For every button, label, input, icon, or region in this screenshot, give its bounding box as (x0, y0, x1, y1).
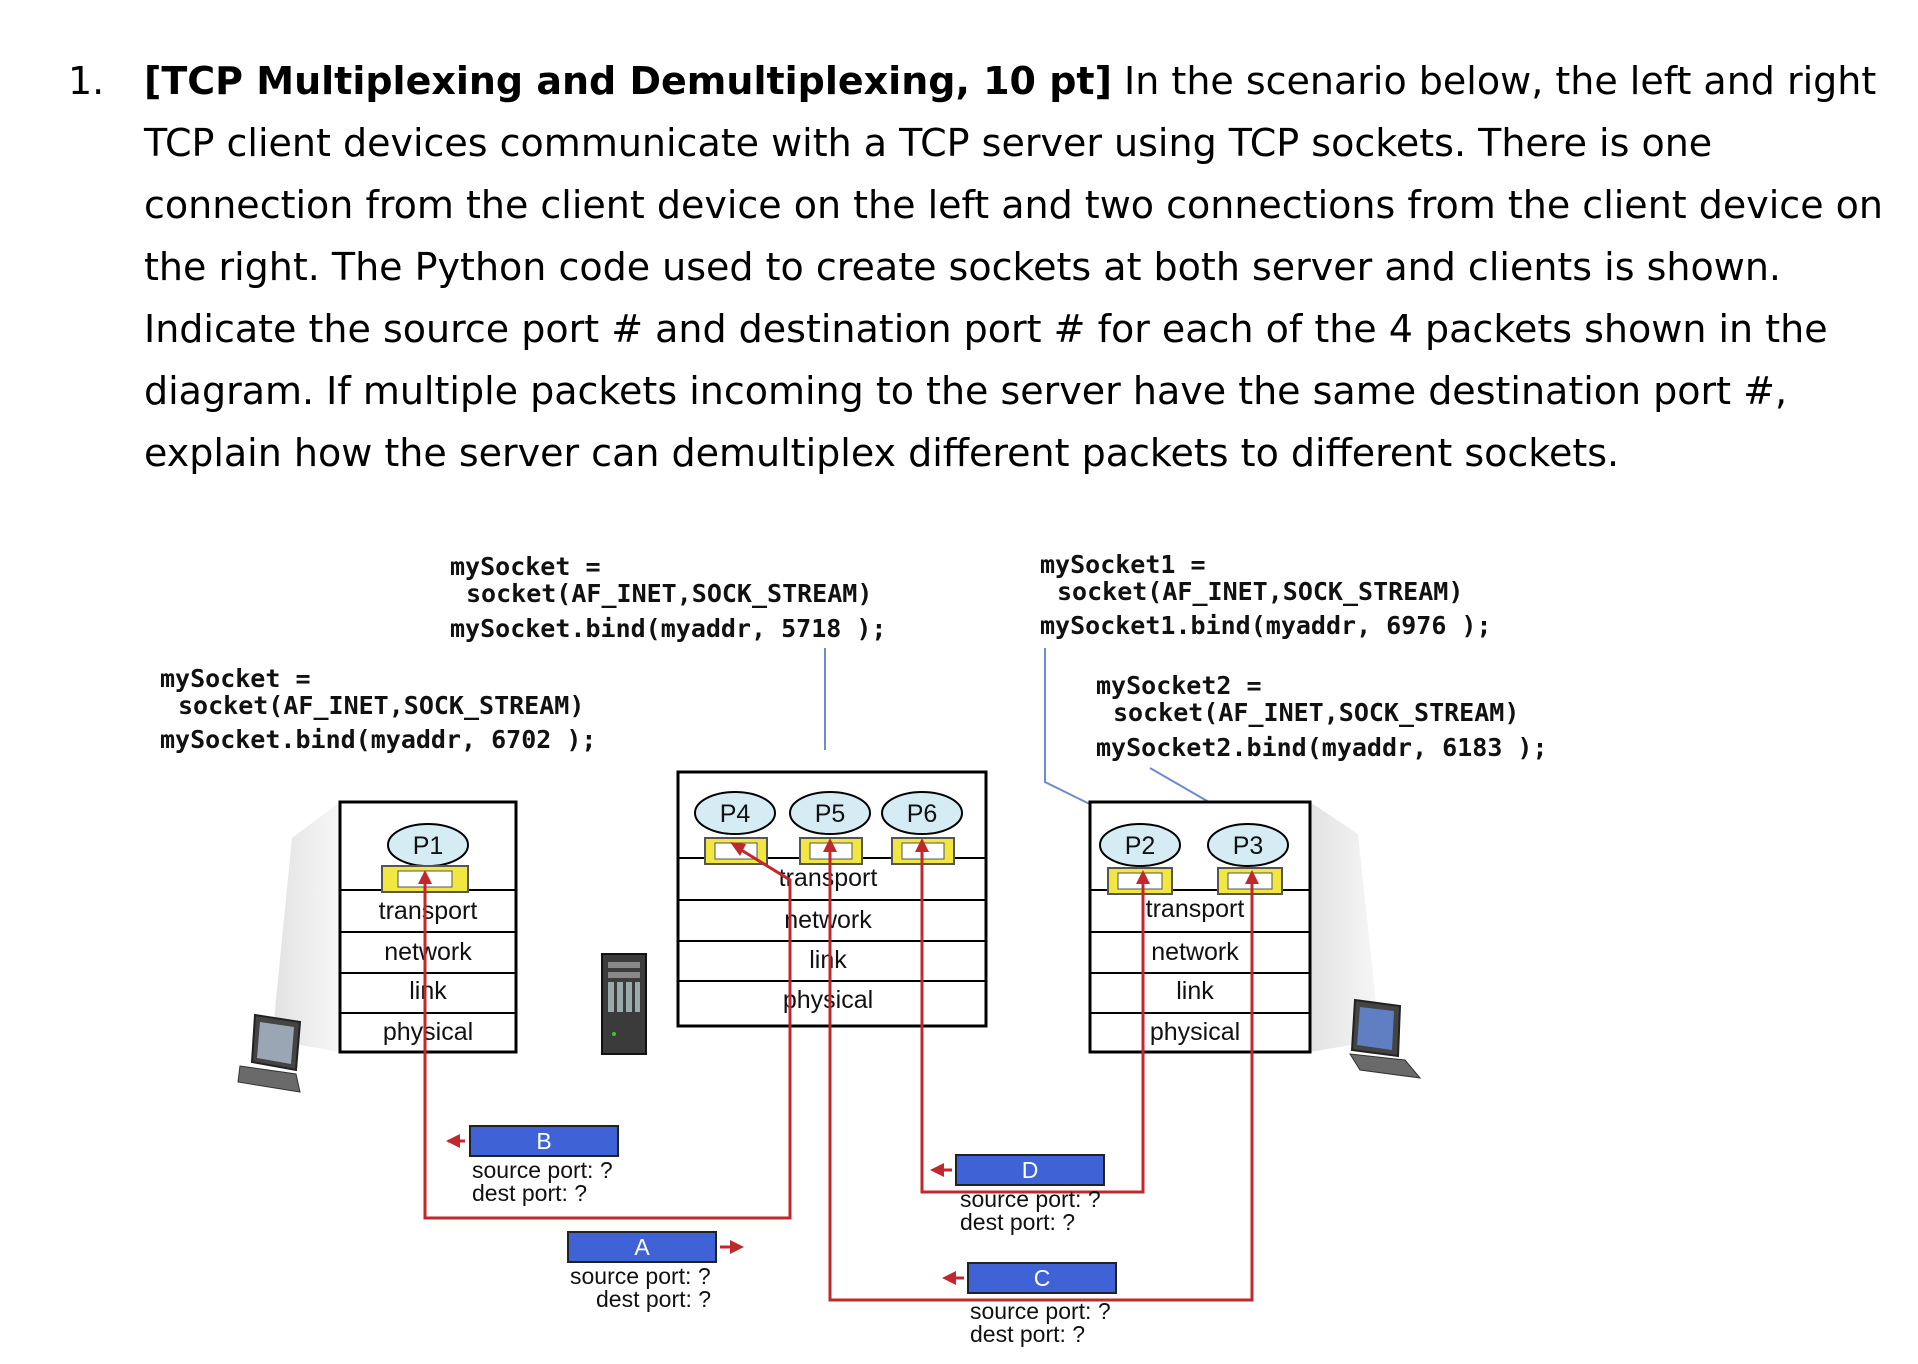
packet-b-dst: dest port: ? (472, 1180, 587, 1206)
left-client: P1 transport network link physical (272, 800, 518, 1054)
packet-a-header (567, 1231, 717, 1263)
right-layer-physical: physical (1150, 1018, 1240, 1046)
packet-d: D source port: ? dest port: ? (930, 1154, 1105, 1235)
right-laptop-icon (1349, 998, 1422, 1079)
packet-c-src: source port: ? (970, 1298, 1111, 1324)
packet-d-dst: dest port: ? (960, 1209, 1075, 1235)
code-right1-line-2: socket(AF_INET,SOCK_STREAM) (1057, 577, 1463, 606)
right-stack-shadow (1310, 802, 1380, 1052)
packet-c-dst: dest port: ? (970, 1321, 1085, 1347)
packet-c-direction-icon (942, 1271, 956, 1285)
server-layer-transport: transport (779, 864, 878, 892)
packet-c: C source port: ? dest port: ? (942, 1262, 1117, 1347)
packet-a-direction-icon (730, 1240, 744, 1254)
process-p5-label: P5 (815, 800, 846, 828)
packet-b-src: source port: ? (472, 1157, 613, 1183)
packet-a: A source port: ? dest port: ? (567, 1231, 744, 1312)
code-right2-line-3: mySocket2.bind(myaddr, 6183 ); (1096, 733, 1548, 762)
process-p4-label: P4 (720, 800, 751, 828)
code-right2-line-1: mySocket2 = (1096, 671, 1262, 700)
packet-d-direction-icon (930, 1163, 944, 1177)
packet-c-id: C (1034, 1265, 1051, 1291)
process-p6-label: P6 (907, 800, 938, 828)
right-layer-transport: transport (1146, 895, 1245, 923)
server-layer-network: network (784, 906, 872, 934)
process-p5 (789, 791, 871, 835)
code-right2-line-2: socket(AF_INET,SOCK_STREAM) (1113, 698, 1519, 727)
packet-b: B source port: ? dest port: ? (446, 1125, 619, 1206)
left-layer-physical: physical (383, 1018, 473, 1046)
left-layer-transport: transport (379, 897, 478, 925)
code-server-line-1: mySocket = (450, 552, 601, 581)
question-text: [TCP Multiplexing and Demultiplexing, 10… (144, 50, 1894, 484)
packet-a-id: A (634, 1234, 650, 1260)
left-layer-network: network (384, 938, 472, 966)
right-layer-link: link (1176, 977, 1214, 1005)
path-left-to-p4 (423, 846, 792, 1220)
code-left-line-3: mySocket.bind(myaddr, 6702 ); (160, 725, 597, 754)
code-right1-line-1: mySocket1 = (1040, 550, 1206, 579)
code-left: mySocket = socket(AF_INET,SOCK_STREAM) m… (160, 664, 597, 754)
packet-d-header (955, 1154, 1105, 1186)
connection-paths (423, 846, 1254, 1302)
packet-b-header (469, 1125, 619, 1157)
packet-b-direction-icon (446, 1134, 460, 1148)
process-p1-label: P1 (413, 832, 444, 860)
code-server: mySocket = socket(AF_INET,SOCK_STREAM) m… (450, 552, 887, 643)
left-laptop-icon (237, 1013, 302, 1093)
packet-d-src: source port: ? (960, 1186, 1101, 1212)
code-right-2: mySocket2 = socket(AF_INET,SOCK_STREAM) … (1096, 671, 1548, 762)
server-layer-physical: physical (783, 986, 873, 1014)
server-tower-icon (601, 953, 647, 1055)
code-right-1: mySocket1 = socket(AF_INET,SOCK_STREAM) … (1040, 550, 1492, 640)
packet-d-id: D (1022, 1157, 1039, 1183)
question-number: 1. (68, 59, 105, 103)
packet-c-header (967, 1262, 1117, 1294)
process-p4 (694, 791, 776, 835)
server-layer-link: link (809, 946, 847, 974)
question-body: In the scenario below, the left and righ… (144, 59, 1883, 475)
packet-b-id: B (536, 1128, 551, 1154)
right-layer-network: network (1151, 938, 1239, 966)
right-client: P2 P3 transport network link physical (1088, 800, 1380, 1054)
packet-a-src: source port: ? (570, 1263, 711, 1289)
code-left-line-1: mySocket = (160, 664, 311, 693)
process-p2 (1099, 823, 1181, 867)
left-stack-shadow (272, 802, 340, 1052)
question-title: [TCP Multiplexing and Demultiplexing, 10… (144, 59, 1112, 103)
packet-a-dst: dest port: ? (596, 1286, 711, 1312)
process-p3 (1207, 823, 1289, 867)
code-right1-line-3: mySocket1.bind(myaddr, 6976 ); (1040, 611, 1492, 640)
code-left-line-2: socket(AF_INET,SOCK_STREAM) (178, 691, 584, 720)
path-arrowheads (418, 838, 1259, 884)
path-p2-to-p6 (920, 848, 1145, 1194)
code-server-line-3: mySocket.bind(myaddr, 5718 ); (450, 614, 887, 643)
process-p3-label: P3 (1233, 832, 1264, 860)
left-layer-link: link (409, 977, 447, 1005)
process-p2-label: P2 (1125, 832, 1156, 860)
process-p6 (881, 791, 963, 835)
code-server-line-2: socket(AF_INET,SOCK_STREAM) (466, 579, 872, 608)
server: P4 P5 P6 transport network link physical (676, 770, 988, 1028)
path-p3-to-p5 (828, 848, 1254, 1302)
